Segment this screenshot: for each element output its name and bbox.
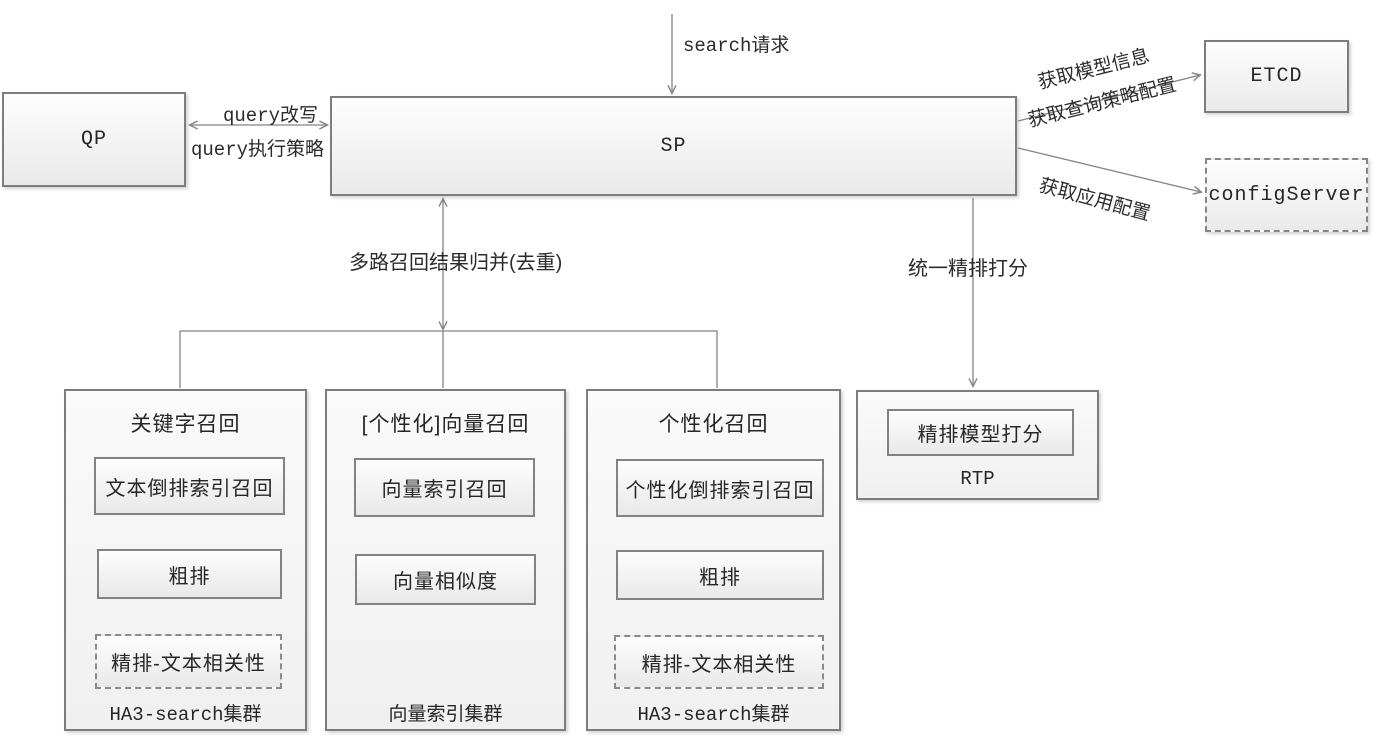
query-rewrite-label: query改写 <box>223 105 319 127</box>
cluster1-step2-label: 粗排 <box>168 565 211 588</box>
rtp-footer-label: RTP <box>960 468 995 490</box>
configserver-label: configServer <box>1208 183 1365 207</box>
cluster2-step-vector-similarity: 向量相似度 <box>355 554 536 605</box>
rtp-inner-step: 精排模型打分 <box>887 409 1074 456</box>
unified-fine-ranking-label: 统一精排打分 <box>908 258 1028 280</box>
cluster3-step-coarse-rank: 粗排 <box>616 550 824 600</box>
cluster2-step2-label: 向量相似度 <box>393 571 498 593</box>
cluster3-footer-label: HA3-search集群 <box>637 704 790 726</box>
cluster-personalized-recall: 个性化召回 个性化倒排索引召回 粗排 精排-文本相关性 HA3-search集群 <box>586 389 841 731</box>
cluster1-footer-label: HA3-search集群 <box>109 704 262 726</box>
edge-distribution-bar <box>179 330 718 388</box>
cluster-vector-recall: [个性化]向量召回 向量索引召回 向量相似度 向量索引集群 <box>325 389 566 731</box>
query-exec-strategy-label: query执行策略 <box>191 139 325 161</box>
cluster3-step2-label: 粗排 <box>699 566 741 589</box>
cluster1-step-text-inverted-index: 文本倒排索引召回 <box>94 457 285 515</box>
cluster3-step-fine-rank-text-relevance: 精排-文本相关性 <box>614 635 824 689</box>
qp-label: QP <box>80 128 107 151</box>
edge-sp-configserver <box>1017 147 1203 195</box>
etcd-label: ETCD <box>1250 65 1303 88</box>
cluster2-step1-label: 向量索引召回 <box>381 479 508 501</box>
qp-node: QP <box>2 92 186 187</box>
cluster1-step-coarse-rank: 粗排 <box>97 549 282 599</box>
cluster3-step3-label: 精排-文本相关性 <box>641 653 797 676</box>
sp-node: SP <box>330 96 1017 196</box>
edge-sp-etcd <box>1017 72 1202 122</box>
cluster1-title: 关键字召回 <box>130 413 241 436</box>
cluster3-step-personalized-inverted-index: 个性化倒排索引召回 <box>616 459 824 517</box>
cluster3-step1-label: 个性化倒排索引召回 <box>625 479 815 502</box>
search-request-label: search请求 <box>683 35 790 57</box>
rtp-group: 精排模型打分 RTP <box>856 390 1099 500</box>
cluster1-step-fine-rank-text-relevance: 精排-文本相关性 <box>95 634 282 689</box>
cluster2-footer-label: 向量索引集群 <box>388 704 503 726</box>
cluster3-title: 个性化召回 <box>658 413 769 436</box>
cluster1-step3-label: 精排-文本相关性 <box>111 653 266 675</box>
cluster2-title: [个性化]向量召回 <box>361 413 530 436</box>
rtp-inner-step-label: 精排模型打分 <box>917 424 1044 446</box>
configserver-node: configServer <box>1205 158 1368 232</box>
sp-label: SP <box>660 134 687 158</box>
cluster1-step1-label: 文本倒排索引召回 <box>105 477 274 500</box>
cluster2-step-vector-index-recall: 向量索引召回 <box>354 458 535 517</box>
multi-recall-merge-label: 多路召回结果归并(去重) <box>349 252 563 274</box>
cluster-keyword-recall: 关键字召回 文本倒排索引召回 粗排 精排-文本相关性 HA3-search集群 <box>64 389 307 731</box>
etcd-node: ETCD <box>1204 40 1349 113</box>
